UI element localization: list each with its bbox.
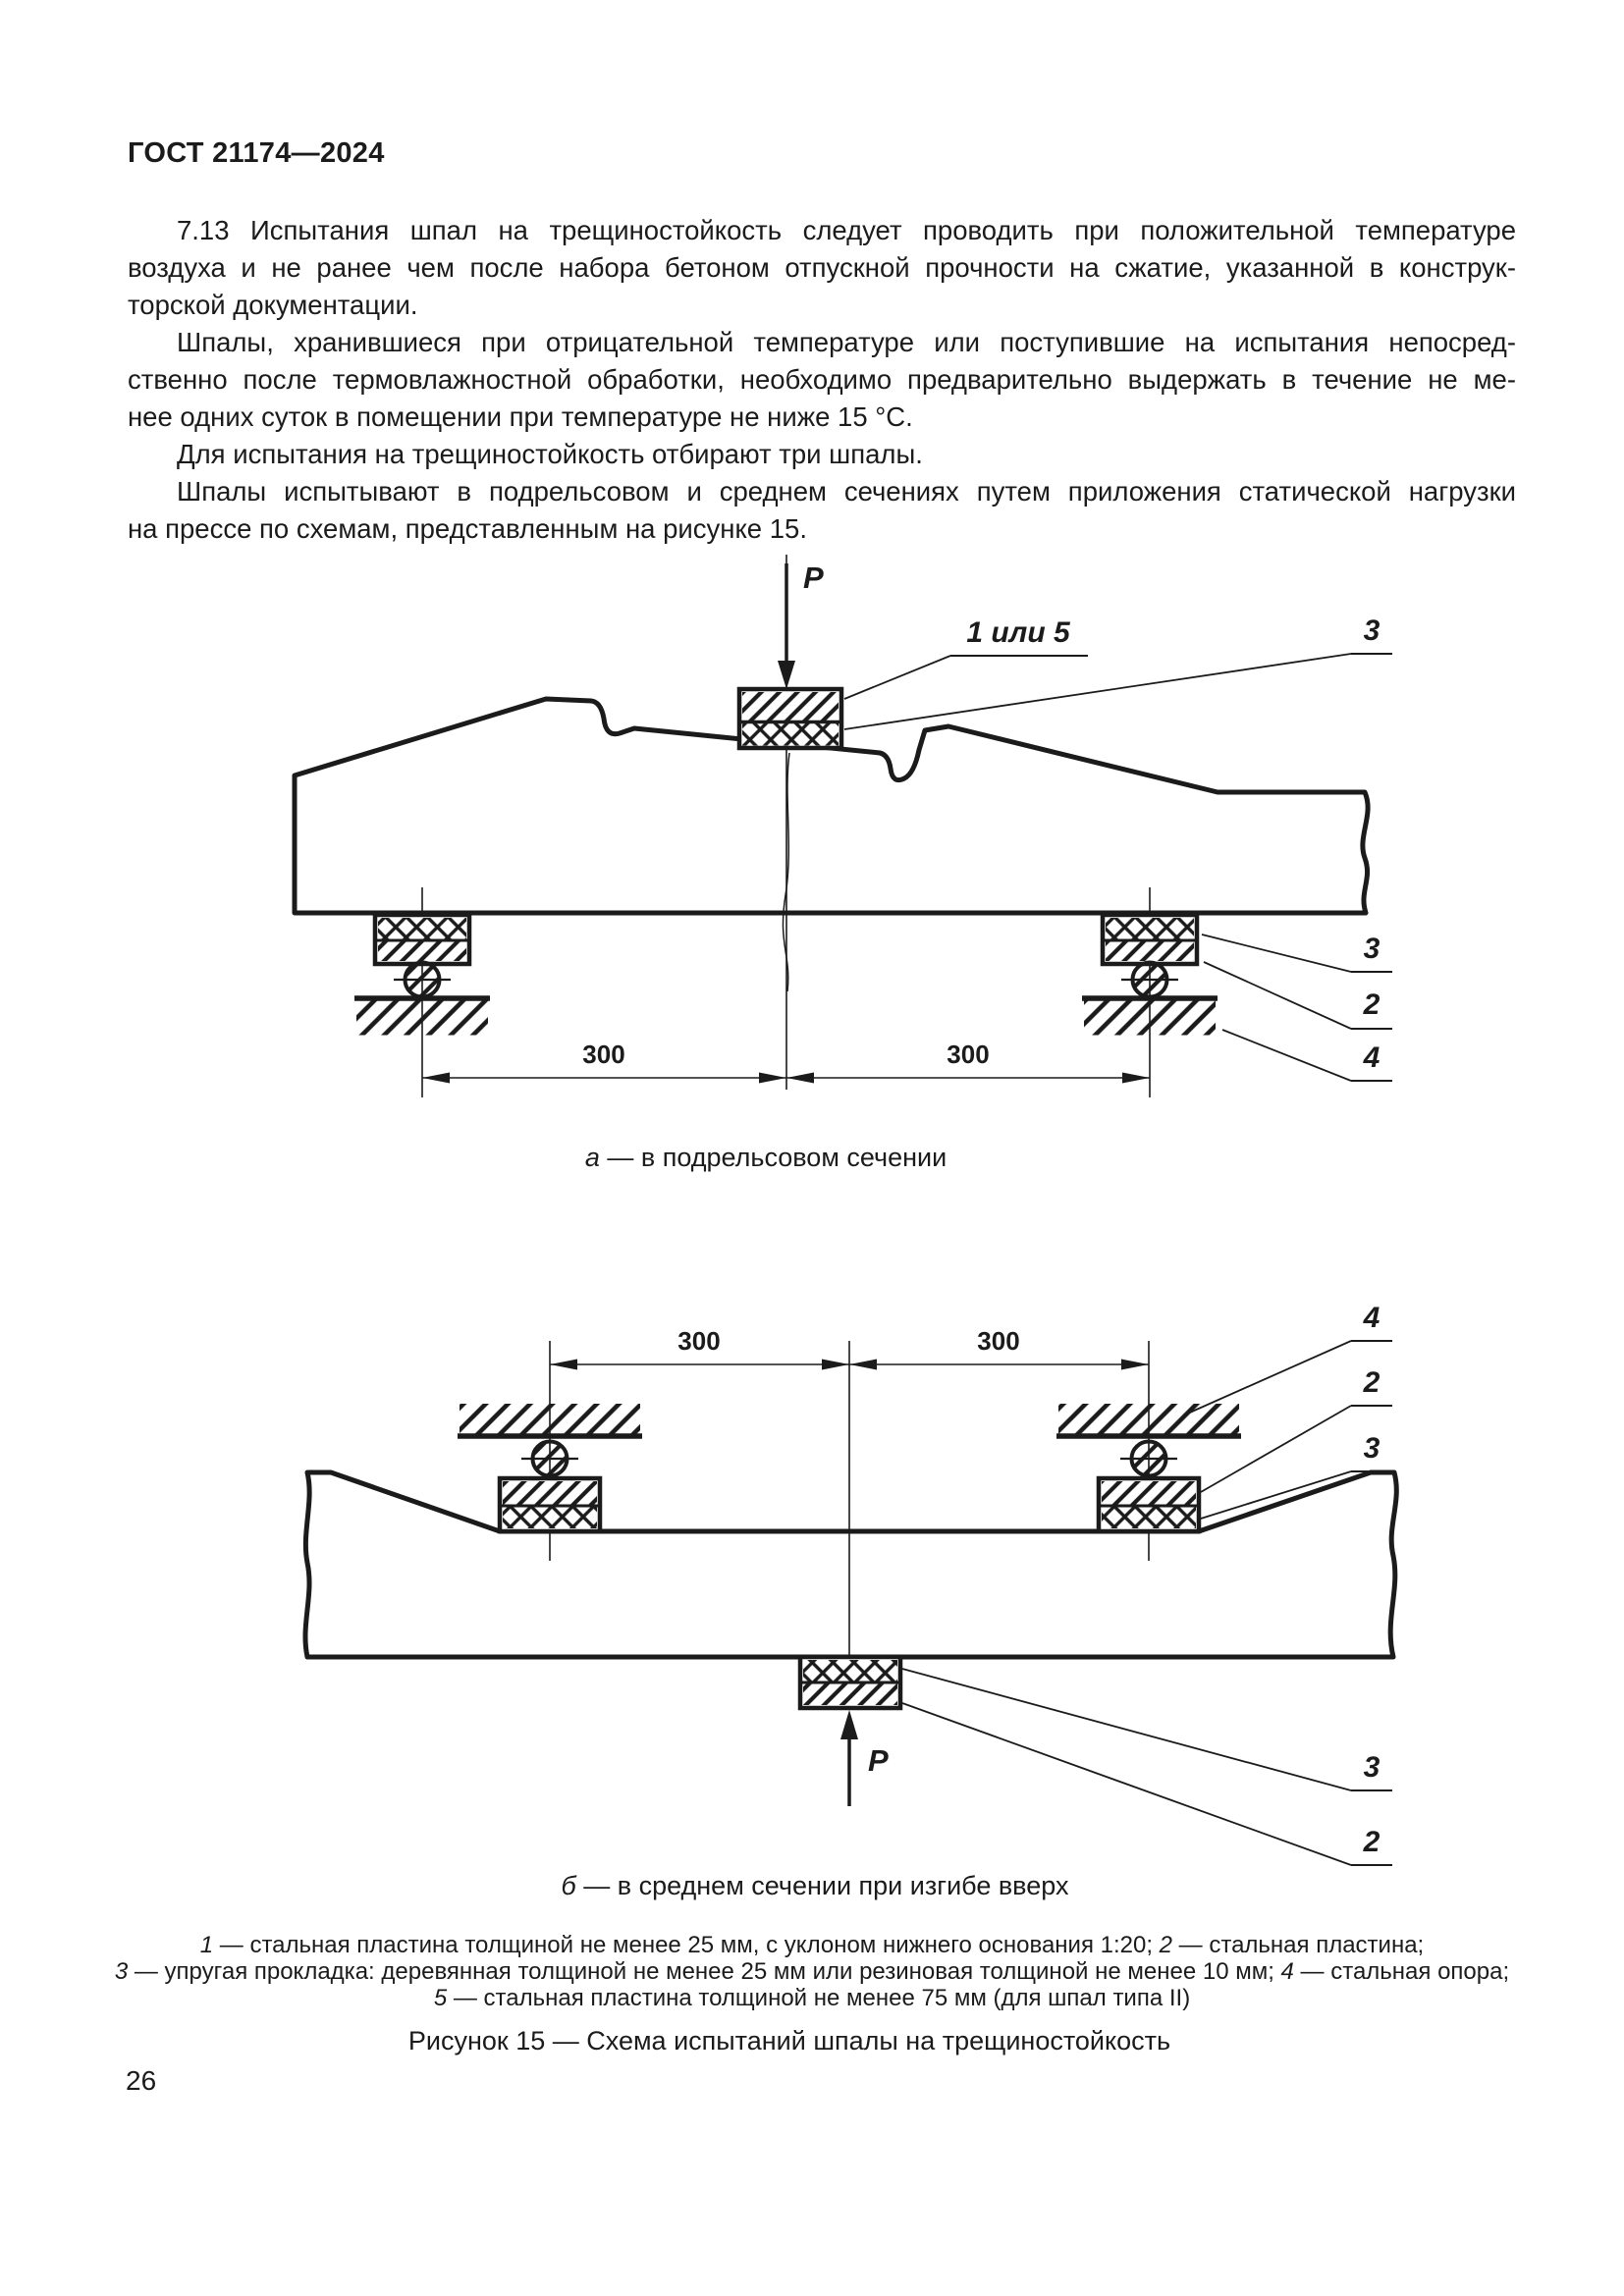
paragraph-line: нее одних суток в помещении при температ… (128, 401, 913, 432)
svg-text:4: 4 (1363, 1041, 1380, 1074)
figure-legend: 1 — стальная пластина толщиной не менее … (49, 1932, 1575, 2011)
force-label: P (803, 561, 824, 595)
legend-line: 3 — упругая прокладка: деревянная толщин… (49, 1958, 1575, 1985)
svg-text:2: 2 (1363, 1366, 1380, 1399)
legend-item-text: — упругая прокладка: деревянная толщиной… (128, 1958, 1274, 1985)
force-arrow-p-b (840, 1710, 858, 1806)
legend-item-number: 3 (114, 1958, 129, 1985)
legend-item-number: 1 (199, 1932, 214, 1958)
svg-text:300: 300 (677, 1326, 720, 1356)
legend-item-number: 5 (433, 1985, 448, 2011)
callout-plate-b: 2 (1200, 1366, 1392, 1493)
paragraph-line: ственно после термовлажностной обработки… (128, 364, 1516, 395)
svg-text:300: 300 (947, 1040, 989, 1069)
legend-line: 5 — стальная пластина толщиной не менее … (49, 1985, 1575, 2011)
callout-pad-b: 3 (1200, 1432, 1392, 1520)
legend-item-text: — стальная пластина толщиной не менее 25… (213, 1932, 1153, 1958)
legend-item-text: — стальная пластина толщиной не менее 75… (447, 1985, 1191, 2011)
figure-title: Рисунок 15 — Схема испытаний шпалы на тр… (407, 2026, 1171, 2056)
paragraph-line: Шпалы, хранившиеся при отрицательной тем… (177, 327, 1516, 357)
svg-text:3: 3 (1364, 933, 1380, 965)
svg-text:2: 2 (1363, 1826, 1380, 1858)
paragraph-line: на прессе по схемам, представленным на р… (128, 513, 807, 544)
svg-text:3: 3 (1364, 614, 1380, 647)
callout-pad-top: 3 (843, 614, 1392, 730)
callout-support-b: 4 (1182, 1302, 1392, 1416)
load-pad-assembly-b (797, 1654, 903, 1711)
svg-text:300: 300 (582, 1040, 624, 1069)
support-right (1082, 912, 1218, 1036)
paragraph-line: 7.13 Испытания шпал на трещиностойкость … (177, 215, 1516, 245)
legend-item-number: 2 (1153, 1932, 1173, 1958)
force-arrow-p (778, 563, 795, 689)
dimension-b: 300 300 (550, 1326, 1149, 1370)
sleeper-outline-a (292, 696, 1371, 916)
svg-text:3: 3 (1364, 1751, 1380, 1784)
svg-text:1 или 5: 1 или 5 (966, 616, 1071, 649)
doc-code-header: ГОСТ 21174—2024 (128, 137, 385, 169)
svg-text:300: 300 (977, 1326, 1019, 1356)
legend-item-number: 4 (1273, 1958, 1294, 1985)
callout-plate-1-5: 1 или 5 (843, 616, 1088, 700)
caption-b: б — в среднем сечении при изгибе вверх (561, 1871, 1069, 1900)
legend-line: 1 — стальная пластина толщиной не менее … (49, 1932, 1575, 1958)
sleeper-outline-b (302, 1469, 1399, 1660)
callout-pad-bottom-b: 3 (901, 1668, 1392, 1791)
legend-item-text: — стальная опора; (1293, 1958, 1510, 1985)
callout-pad-side: 3 (1201, 933, 1392, 973)
caption-a: а — в подрельсовом сечении (584, 1143, 947, 1172)
paragraph-line: торской документации. (128, 290, 418, 320)
diagram-b-mid-section: 300 300 (302, 1302, 1399, 1866)
callout-plate-bottom-b: 2 (901, 1702, 1392, 1866)
paragraph-line: Шпалы испытывают в подрельсовом и средне… (177, 476, 1516, 507)
paragraph-line: Для испытания на трещиностойкость отбира… (177, 439, 923, 469)
body-text: 7.13 Испытания шпал на трещиностойкость … (128, 212, 1516, 548)
callout-plate-side: 2 (1203, 961, 1392, 1030)
overhead-support-left (458, 1404, 642, 1534)
callout-support-side: 4 (1221, 1029, 1392, 1082)
overhead-support-right (1056, 1404, 1241, 1534)
page-number: 26 (126, 2065, 157, 2096)
svg-text:3: 3 (1364, 1432, 1380, 1465)
svg-text:2: 2 (1363, 988, 1380, 1021)
support-left (354, 912, 490, 1036)
svg-text:4: 4 (1363, 1302, 1380, 1334)
dimension-a: 300 300 (422, 1040, 1150, 1084)
force-label-b: P (868, 1743, 889, 1778)
paragraph-line: воздуха и не ранее чем после набора бето… (128, 252, 1516, 283)
diagram-a-rail-seat-section: P 1 или 5 3 (292, 555, 1392, 1097)
legend-item-text: — стальная пластина; (1172, 1932, 1425, 1958)
load-plate-assembly (736, 686, 844, 751)
